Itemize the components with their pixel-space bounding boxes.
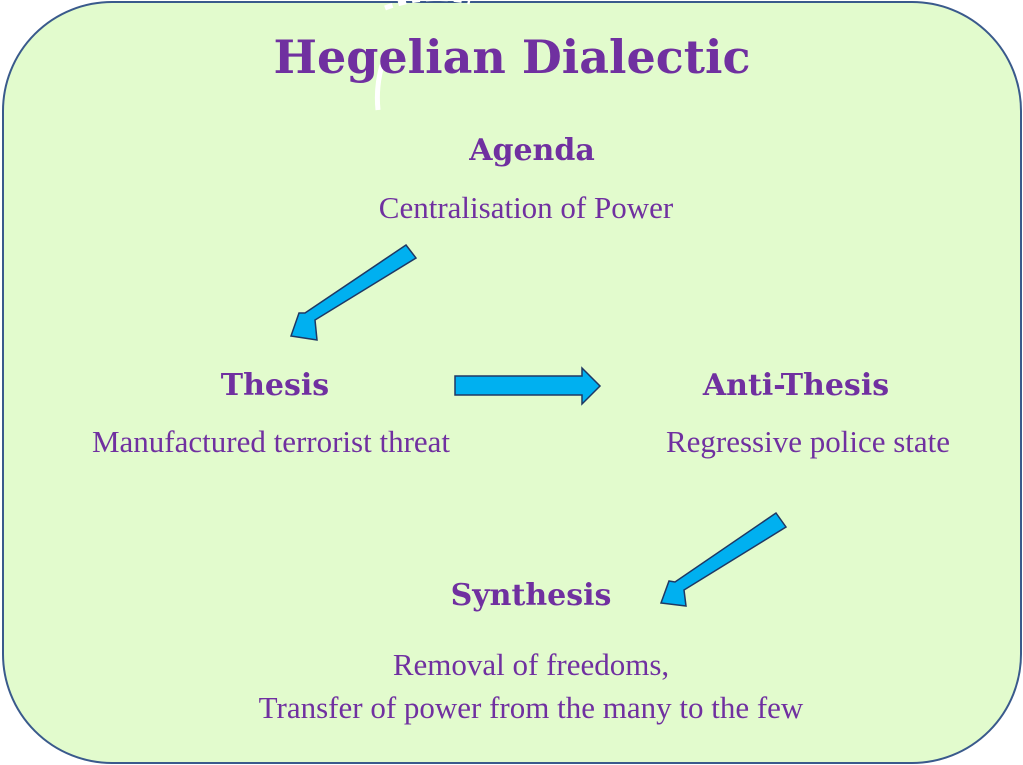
arrow-antithesis-to-synthesis xyxy=(659,511,788,607)
thesis-text: Manufactured terrorist threat xyxy=(91,424,451,459)
arrow-thesis-to-antithesis xyxy=(454,366,602,406)
decorative-arc xyxy=(384,0,471,11)
synthesis-line-1: Removal of freedoms, xyxy=(392,647,670,682)
thesis-heading: Thesis xyxy=(220,368,330,403)
synthesis-line-2: Transfer of power from the many to the f… xyxy=(258,690,804,725)
synthesis-heading: Synthesis xyxy=(450,578,612,613)
arrow-agenda-to-thesis xyxy=(289,243,418,341)
agenda-heading: Agenda xyxy=(469,133,595,168)
agenda-text: Centralisation of Power xyxy=(378,190,674,225)
diagram-title: Hegelian Dialectic xyxy=(273,30,751,84)
decorative-arc-lower xyxy=(374,64,385,111)
antithesis-text: Regressive police state xyxy=(665,424,951,459)
antithesis-heading: Anti-Thesis xyxy=(702,368,890,403)
